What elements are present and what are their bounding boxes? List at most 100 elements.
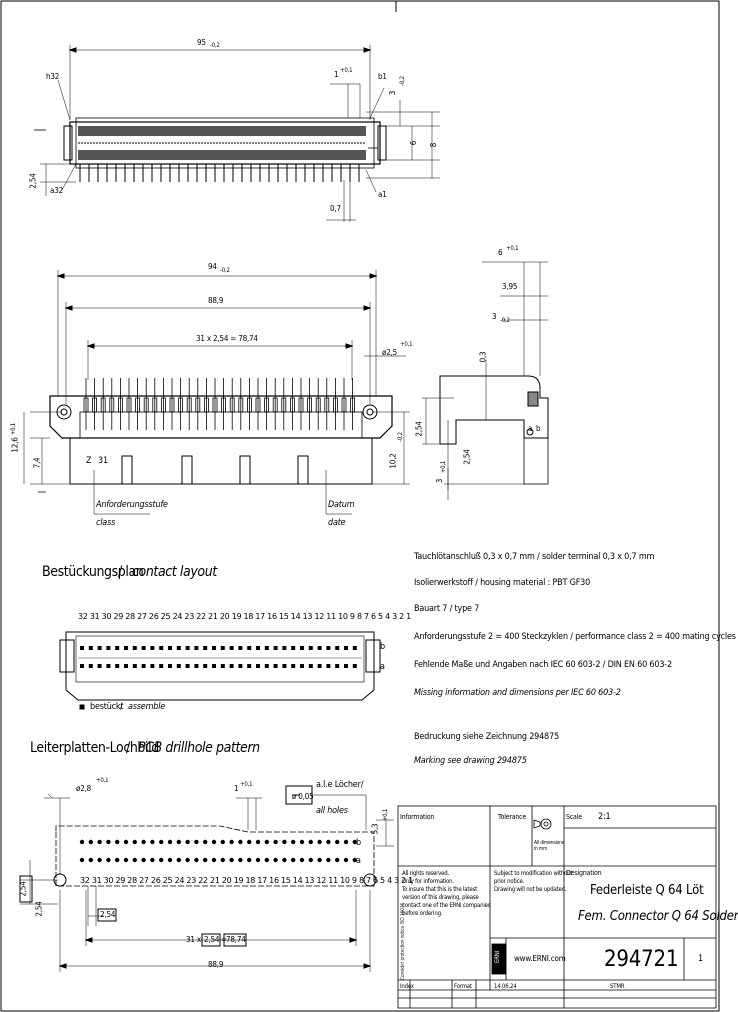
pcb-hole-a — [115, 857, 120, 863]
pcb-hole-a — [167, 857, 173, 863]
contact-dot-a — [106, 664, 111, 668]
pcb-hole-b — [79, 839, 85, 845]
front-contact-body — [238, 397, 244, 413]
contact-layout-drawing — [59, 631, 381, 710]
side-view — [422, 261, 549, 500]
contact-dot-a — [317, 664, 322, 668]
pcb-hole-b — [247, 839, 252, 845]
label-datum-en: date — [328, 518, 346, 528]
front-contact-body — [229, 397, 235, 413]
contact-dot-b — [238, 646, 243, 650]
contact-dot-b — [106, 646, 111, 650]
dim-395: 3,95 — [502, 282, 518, 291]
dim-pins: 31 x 2,54 = 78,74 — [196, 334, 258, 343]
pcb-all-holes-de: a.l.e Löcher/ — [316, 780, 364, 790]
pcb-dim-1-tol: +0,1 — [240, 781, 253, 788]
tb-part-number: 294721 — [604, 947, 679, 972]
pcb-hole-b — [88, 839, 94, 845]
dim-1: 1 — [334, 70, 339, 79]
contact-dot-b — [203, 646, 208, 650]
tb-sheet: 1 — [698, 954, 703, 964]
dim-3: 3 — [388, 90, 398, 96]
tb-tolerance-label: Tolerance — [498, 813, 527, 821]
front-contact-body — [272, 397, 278, 413]
front-contact-body — [169, 397, 175, 413]
contact-dot-b — [168, 646, 172, 650]
dim-a1: a1 — [378, 190, 387, 199]
pcb-hole-b — [273, 839, 278, 845]
pcb-hole-b — [159, 839, 164, 845]
dim-889: 88,9 — [208, 296, 224, 305]
pcb-hole-b — [211, 839, 217, 845]
tb-drawn: STMR — [610, 983, 625, 990]
contact-dot-b — [264, 646, 269, 650]
pcb-dim-hole-tol: +0,1 — [96, 777, 109, 784]
contact-dot-a — [115, 664, 120, 668]
pcb-hole-b — [255, 839, 261, 845]
contact-dot-a — [212, 664, 216, 668]
pcb-hole-a — [211, 857, 217, 863]
pcb-dim-254-box: 2,54 — [18, 881, 28, 897]
pcb-hole-b — [97, 839, 102, 845]
tb-description-en: Fem. Connector Q 64 Solder — [578, 909, 738, 924]
tb-website: www.ERNI.com — [514, 954, 566, 963]
pcb-hole-a — [97, 857, 102, 863]
contact-dot-b — [185, 646, 190, 650]
pcb-hole-b — [167, 839, 173, 845]
contact-dot-a — [229, 664, 234, 668]
front-contact-body — [221, 397, 227, 413]
front-contact-body — [109, 397, 115, 413]
pcb-numbers: 32 31 30 29 28 27 26 25 24 23 22 21 20 1… — [80, 876, 413, 885]
contact-dot-a — [88, 664, 93, 668]
dim-126-tol: +0,1 — [10, 422, 18, 436]
dim-126: 12,6 — [10, 437, 20, 453]
contact-dot-a — [220, 664, 225, 668]
pcb-hole-b — [299, 839, 305, 845]
contact-dot-a — [124, 664, 128, 668]
pcb-hole-b — [291, 839, 296, 845]
pcb-hole-b — [115, 839, 120, 845]
front-contact-body — [281, 397, 287, 413]
pcb-hole-a — [203, 857, 208, 863]
label-perf-en: class — [96, 518, 116, 528]
tb-description-de: Federleiste Q 64 Löt — [590, 883, 704, 898]
contact-dot-b — [80, 646, 84, 650]
dim-6-tol: +0,1 — [506, 245, 519, 252]
contact-dot-a — [300, 664, 304, 668]
contact-dot-b — [141, 646, 146, 650]
contact-dot-b — [212, 646, 216, 650]
front-contact-body — [298, 397, 304, 413]
contact-dot-a — [203, 664, 208, 668]
front-contact-body — [332, 397, 338, 413]
pcb-dim-pins-pre: 31 x — [186, 935, 201, 944]
contact-layout-slash: / — [118, 564, 122, 580]
pcb-hole-b — [141, 839, 146, 845]
contact-dot-b — [291, 646, 296, 650]
label-datum-de: Datum — [328, 500, 355, 510]
note-missing-de: Fehlende Maße und Angaben nach IEC 60 60… — [414, 660, 672, 670]
contact-dot-b — [229, 646, 234, 650]
contact-dot-a — [291, 664, 296, 668]
pcb-hole-b — [317, 839, 322, 845]
contact-dot-a — [326, 664, 331, 668]
pcb-all-holes-en: all holes — [316, 806, 348, 816]
pcb-title-en: PCB drillhole pattern — [138, 740, 260, 756]
dim-b: b — [536, 424, 541, 433]
contact-dot-a — [264, 664, 269, 668]
front-contact-body — [135, 397, 141, 413]
contact-row-a: a — [380, 662, 385, 672]
pcb-row-a: a — [356, 856, 361, 866]
pcb-hole-b — [229, 839, 234, 845]
pcb-dim-889: 88,9 — [208, 960, 224, 969]
contact-dot-b — [194, 646, 199, 650]
dim-94-tol: -0,2 — [220, 267, 230, 274]
pcb-hole-b — [343, 839, 349, 845]
pcb-hole-a — [123, 857, 129, 863]
dim-3b-tol: +0,1 — [440, 460, 448, 474]
contact-dot-b — [247, 646, 252, 650]
pcb-hole-a — [299, 857, 305, 863]
pcb-hole-a — [150, 857, 155, 863]
contact-dot-a — [168, 664, 172, 668]
front-contact-body — [255, 397, 261, 413]
tb-projection-note: All dimensions in mm — [534, 840, 564, 852]
